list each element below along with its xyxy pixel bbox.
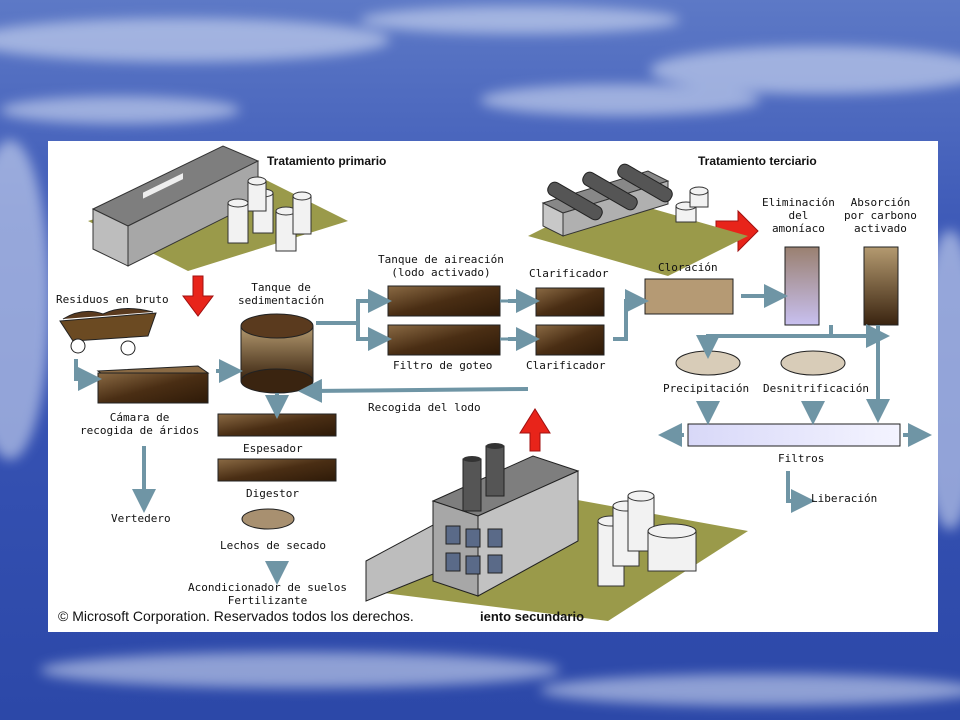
diagram-panel: Tratamiento primario Tratamiento terciar… bbox=[48, 141, 938, 632]
copyright-notice: © Microsoft Corporation. Reservados todo… bbox=[58, 608, 414, 624]
red-arrow-secondary bbox=[519, 408, 551, 452]
carbon-absorption-column bbox=[863, 246, 899, 326]
label-filters: Filtros bbox=[778, 452, 825, 465]
label-denitrification: Desnitrificación bbox=[763, 382, 869, 395]
ammonia-removal-column bbox=[784, 246, 820, 326]
heading-tertiary-treatment: Tratamiento terciario bbox=[698, 154, 817, 168]
grit-chamber bbox=[96, 365, 210, 404]
label-sludge-collection: Recogida del lodo bbox=[368, 401, 481, 414]
clarifier-top bbox=[535, 287, 605, 317]
digester bbox=[217, 458, 337, 482]
label-clarifier-bottom: Clarificador bbox=[526, 359, 606, 372]
flow-arrows-thin bbox=[500, 299, 508, 341]
label-ammonia-removal: Eliminación del amoníaco bbox=[762, 196, 835, 235]
secondary-plant-factory bbox=[365, 443, 748, 621]
label-raw-waste: Residuos en bruto bbox=[56, 293, 169, 306]
drying-bed bbox=[241, 508, 295, 530]
process-illustration bbox=[59, 145, 932, 621]
aeration-tank bbox=[387, 285, 501, 317]
filters-bed bbox=[687, 423, 901, 447]
label-soil-conditioner: Acondicionador de suelos Fertilizante bbox=[188, 581, 347, 607]
label-carbon-absorption: Absorción por carbono activado bbox=[844, 196, 917, 235]
label-chlorination: Cloración bbox=[658, 261, 718, 274]
label-trickling-filter: Filtro de goteo bbox=[393, 359, 493, 372]
label-drying-beds: Lechos de secado bbox=[220, 539, 326, 552]
label-sedimentation-tank: Tanque de sedimentación bbox=[238, 281, 325, 307]
label-release: Liberación bbox=[811, 492, 878, 505]
label-aeration-tank: Tanque de aireación (lodo activado) bbox=[378, 253, 504, 279]
primary-plant-building bbox=[88, 145, 348, 271]
clarifier-bottom bbox=[535, 324, 605, 356]
denitrification-basin bbox=[780, 350, 846, 376]
label-grit-chamber: Cámara de recogida de áridos bbox=[80, 411, 200, 437]
flow-arrows bbox=[74, 284, 932, 585]
label-landfill: Vertedero bbox=[111, 512, 171, 525]
label-precipitation: Precipitación bbox=[663, 382, 750, 395]
label-digester: Digestor bbox=[246, 487, 299, 500]
precipitation-basin bbox=[675, 350, 741, 376]
heading-primary-treatment: Tratamiento primario bbox=[267, 154, 387, 168]
tertiary-plant-building bbox=[528, 163, 748, 276]
label-thickener: Espesador bbox=[243, 442, 303, 455]
chlorination-tank bbox=[644, 278, 734, 315]
thickener bbox=[217, 413, 337, 437]
raw-waste-cart bbox=[59, 308, 157, 356]
label-clarifier-top: Clarificador bbox=[529, 267, 609, 280]
red-arrow-primary bbox=[182, 275, 214, 317]
trickling-filter bbox=[387, 324, 501, 356]
sedimentation-tank bbox=[240, 313, 314, 394]
heading-secondary-treatment: iento secundario bbox=[480, 609, 585, 624]
